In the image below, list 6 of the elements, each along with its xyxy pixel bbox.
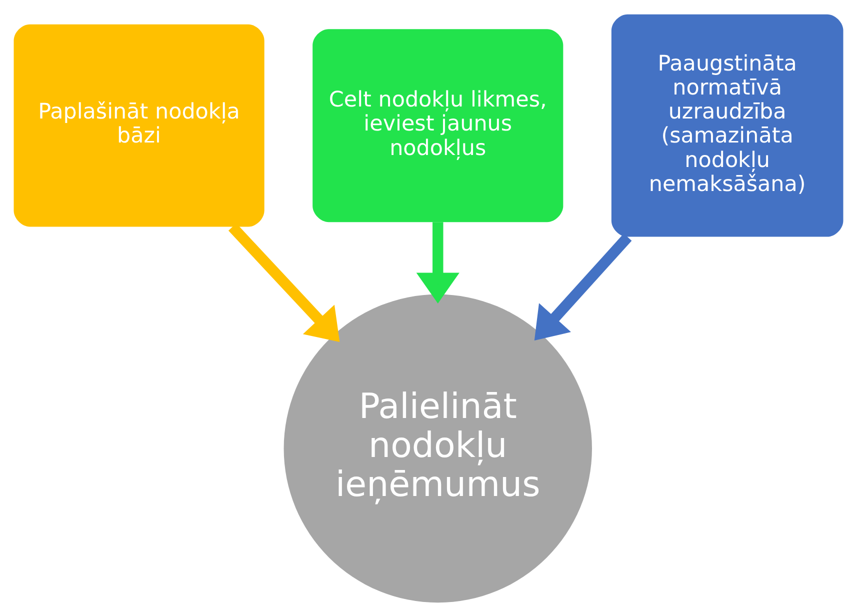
arrow [534, 233, 632, 340]
node-box: Paaugstināta normatīvā uzraudzība (samazināta nodokļu nemaksāšana) [611, 14, 844, 236]
node-box: Paplašināt nodokļa bāzi [14, 24, 264, 226]
node-circle: Palielināt nodokļu ieņēmumus [284, 294, 592, 602]
arrow [416, 222, 460, 303]
node-box: Celt nodokļu likmes, ieviest jaunus nodokļus [312, 28, 564, 222]
